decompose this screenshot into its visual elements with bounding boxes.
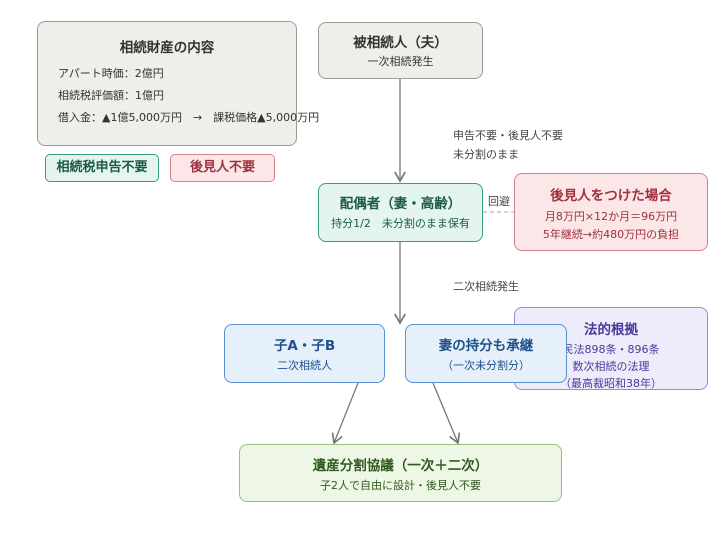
guardian-five-year-cost: 5年継続→約480万円の負担 [542,228,680,241]
first-note-line1: 申告不要・後見人不要 [453,129,563,142]
wife-share-box: 妻の持分も承継 （一次未分割分） [405,324,567,383]
decedent-sub: 一次相続発生 [367,55,434,68]
second-inheritance-note: 二次相続発生 [453,280,519,293]
wife-share-sub: （一次未分割分） [442,359,530,372]
legal-basis-precedent: （最高裁昭和38年） [560,377,662,390]
estate-loan-and-taxable-value: 借入金：▲1億5,000万円 → 課税価格▲5,000万円 [58,111,320,124]
first-note-line2: 未分割のまま [453,148,519,161]
children-box: 子A・子B 二次相続人 [224,324,385,383]
decedent-box: 被相続人（夫） 一次相続発生 [318,22,483,79]
partition-agreement-title: 遺産分割協議（一次＋二次） [312,458,489,474]
decedent-title: 被相続人（夫） [353,35,448,51]
guardian-case-box: 後見人をつけた場合 月8万円×12か月＝96万円 5年継続→約480万円の負担 [514,173,708,251]
wife-share-title: 妻の持分も承継 [438,338,534,354]
guardian-case-title: 後見人をつけた場合 [550,188,672,204]
estate-content-box: 相続財産の内容 アパート時価：2億円 相続税評価額：1億円 借入金：▲1億5,0… [37,21,320,146]
no-guardian-tag: 後見人不要 [170,154,275,182]
arrow-children-to-agreement [331,382,359,445]
spouse-box: 配偶者（妻・高齢） 持分1/2 未分割のまま保有 [318,183,483,242]
spouse-sub: 持分1/2 未分割のまま保有 [331,217,470,230]
legal-basis-civil-code: 民法898条・896条 [562,343,660,356]
arrow-share-to-agreement [432,382,461,445]
legal-basis-title: 法的根拠 [584,322,638,338]
estate-title: 相続財産の内容 [119,40,215,56]
legal-basis-doctrine: 数次相続の法理 [572,360,650,373]
first-inheritance-note: 申告不要・後見人不要 未分割のまま [453,126,563,164]
partition-agreement-sub: 子2人で自由に設計・後見人不要 [320,479,481,492]
guardian-monthly-cost: 月8万円×12か月＝96万円 [544,210,678,223]
partition-agreement-box: 遺産分割協議（一次＋二次） 子2人で自由に設計・後見人不要 [239,444,562,502]
no-tax-return-tag: 相続税申告不要 [45,154,159,182]
spouse-title: 配偶者（妻・高齢） [339,196,462,212]
children-title: 子A・子B [273,338,336,354]
estate-tax-valuation: 相続税評価額：1億円 [58,89,164,102]
estate-apartment-market-value: アパート時価：2億円 [58,67,164,80]
children-sub: 二次相続人 [277,359,332,372]
avoid-label: 回避 [488,195,510,208]
